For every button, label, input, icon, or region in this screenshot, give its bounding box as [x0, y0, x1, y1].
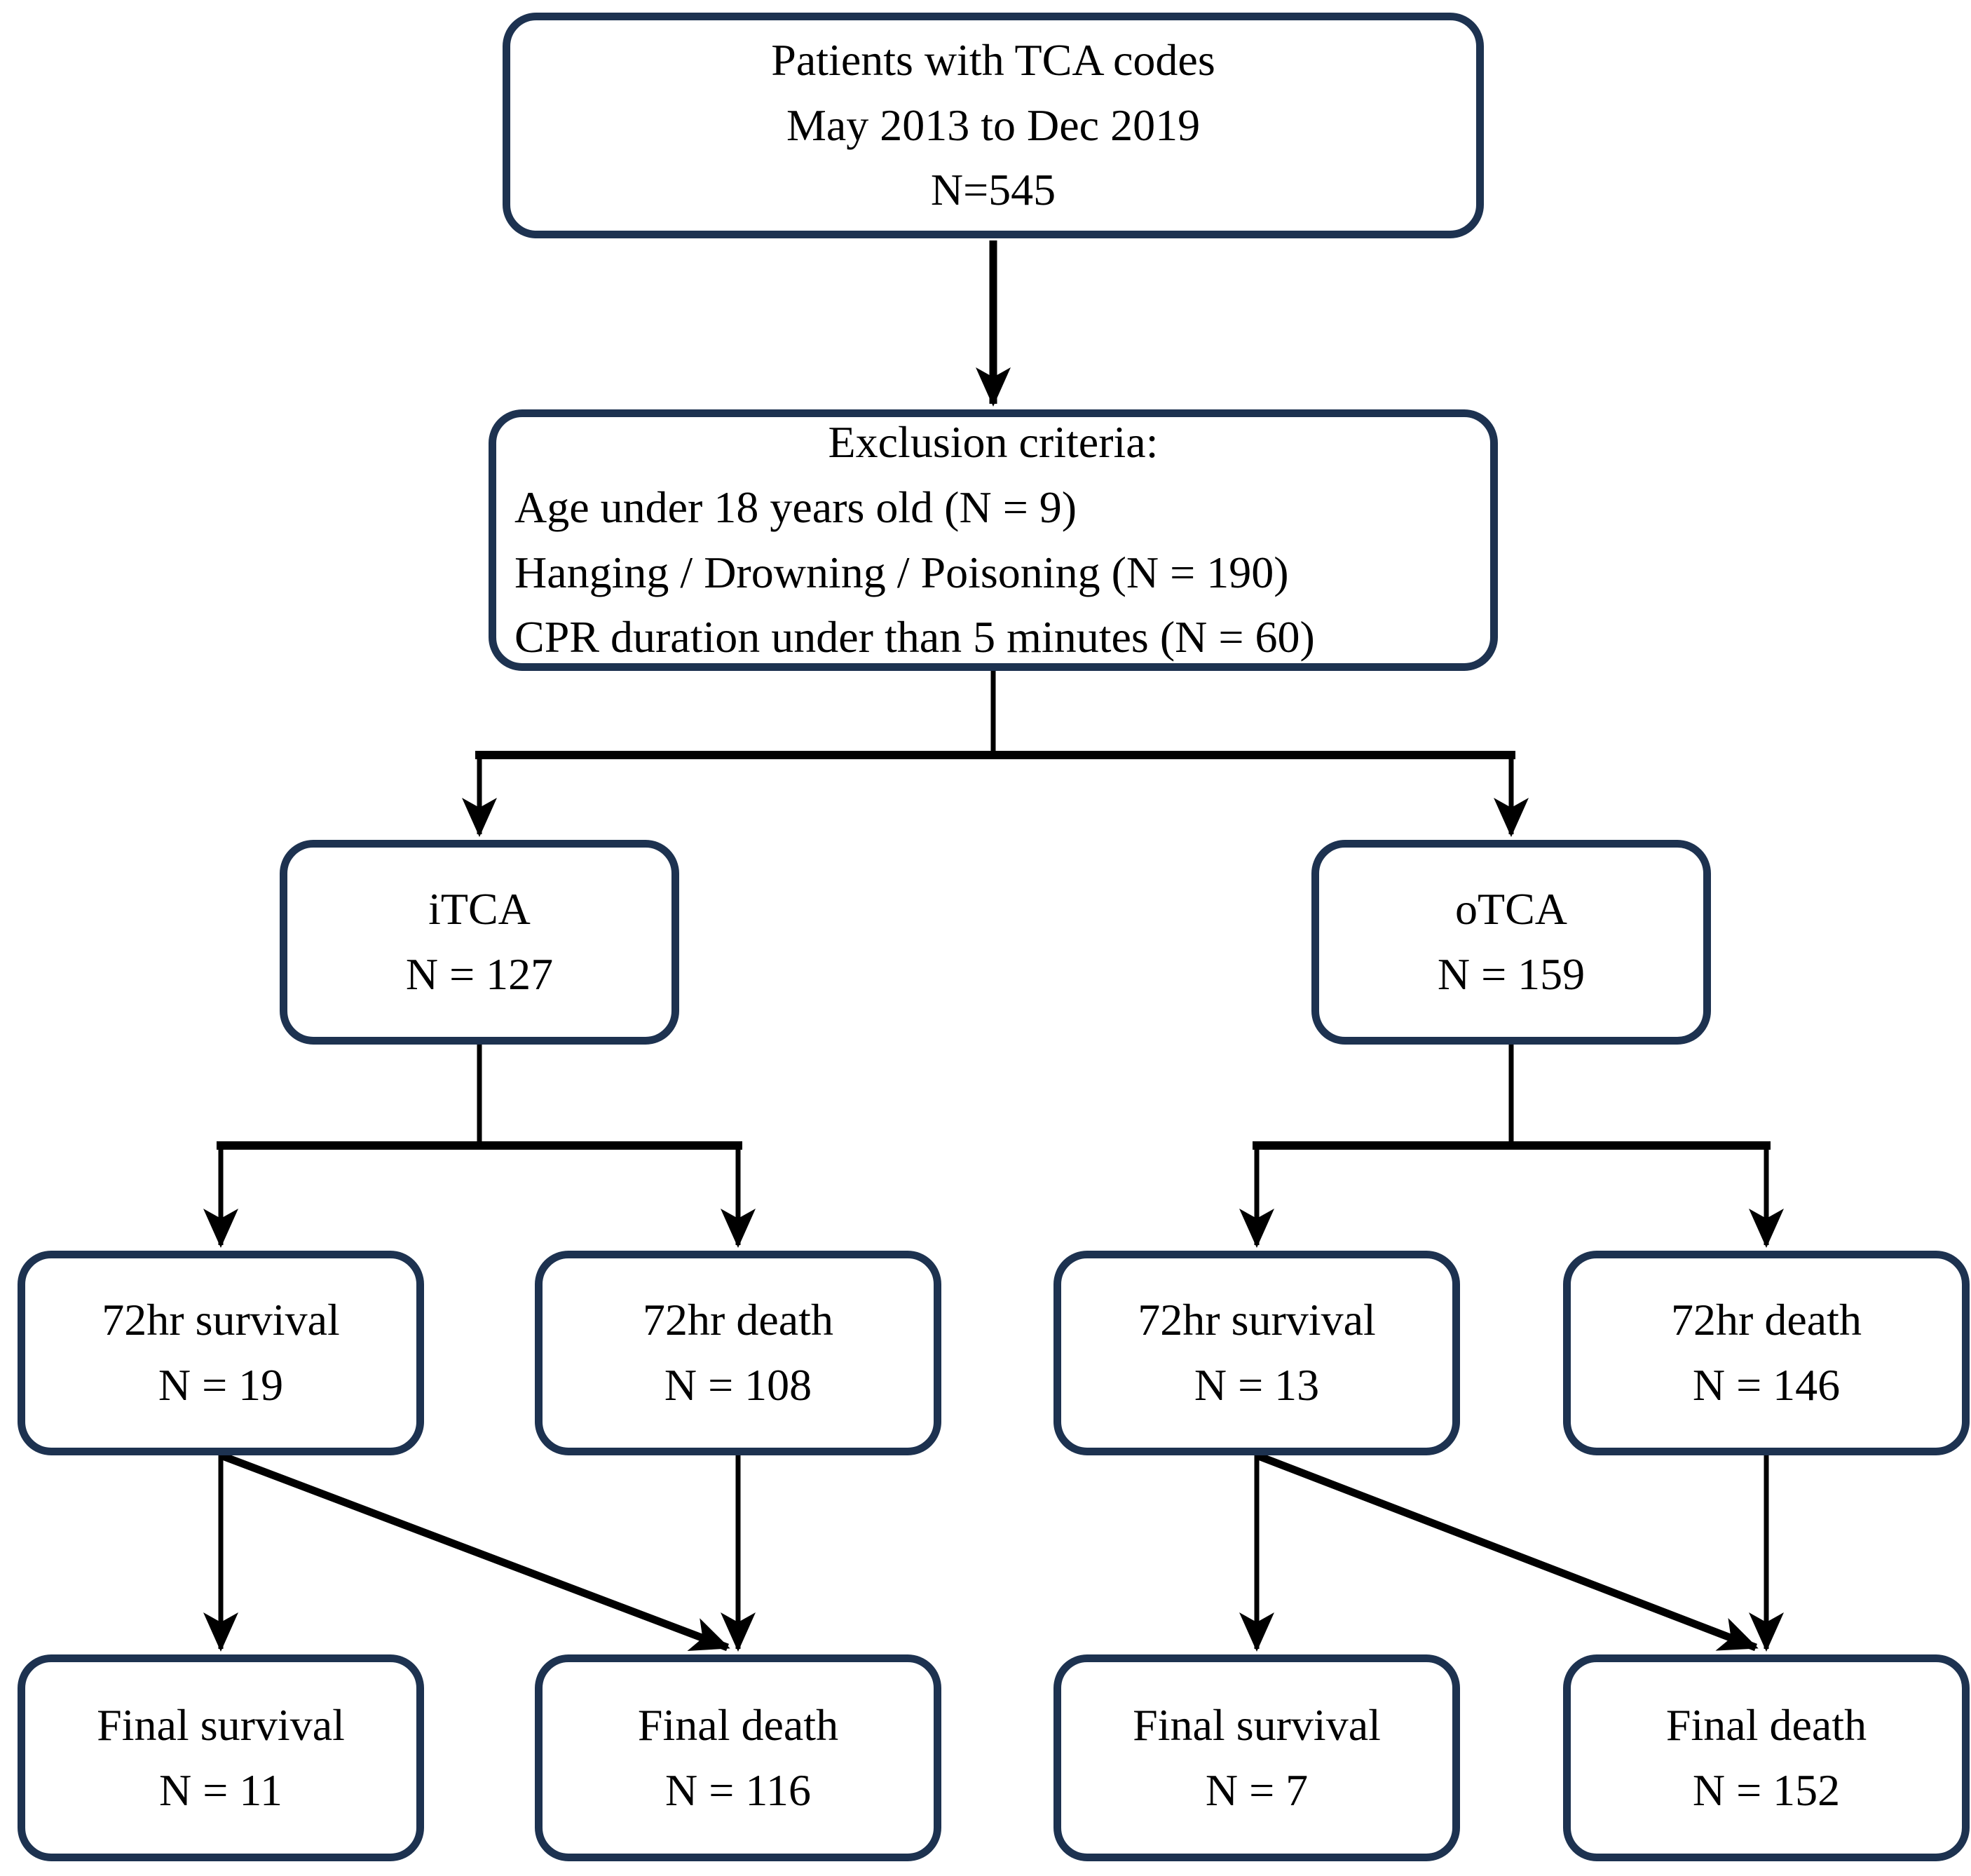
node-otca-final-death: Final death N = 152 [1563, 1654, 1970, 1861]
node-patients-line2: May 2013 to Dec 2019 [786, 100, 1201, 150]
node-otca-72hr-death-count: N = 146 [1692, 1360, 1841, 1410]
arrow-otca-survival-to-final-death [1255, 1451, 1759, 1652]
node-otca-final-death-count: N = 152 [1692, 1765, 1841, 1815]
node-patients-line1: Patients with TCA codes [771, 34, 1215, 85]
node-otca-final-survival-label: Final survival [1133, 1699, 1381, 1750]
node-otca-72hr-death-label: 72hr death [1671, 1295, 1862, 1345]
node-itca-72hr-death-count: N = 108 [664, 1360, 812, 1410]
node-itca-final-survival-count: N = 11 [159, 1765, 282, 1815]
arrow-itca-survival-to-final-death [219, 1451, 730, 1652]
node-otca-final-death-label: Final death [1665, 1699, 1867, 1750]
node-itca-label: iTCA [428, 884, 531, 934]
node-patients: Patients with TCA codes May 2013 to Dec … [503, 13, 1484, 238]
node-itca-count: N = 127 [405, 949, 554, 999]
node-itca-final-survival: Final survival N = 11 [18, 1654, 424, 1861]
node-otca-final-survival-count: N = 7 [1205, 1765, 1309, 1815]
node-otca-72hr-survival-count: N = 13 [1194, 1360, 1320, 1410]
node-otca: oTCA N = 159 [1311, 840, 1711, 1045]
node-otca-final-survival: Final survival N = 7 [1053, 1654, 1460, 1861]
node-itca-final-death: Final death N = 116 [535, 1654, 941, 1861]
node-itca: iTCA N = 127 [280, 840, 679, 1045]
node-otca-count: N = 159 [1437, 949, 1585, 999]
node-itca-final-survival-label: Final survival [97, 1699, 345, 1750]
node-itca-72hr-survival: 72hr survival N = 19 [18, 1251, 424, 1455]
node-itca-final-death-label: Final death [637, 1699, 839, 1750]
node-itca-72hr-death: 72hr death N = 108 [535, 1251, 941, 1455]
node-otca-72hr-survival: 72hr survival N = 13 [1053, 1251, 1460, 1455]
node-itca-72hr-survival-count: N = 19 [158, 1360, 284, 1410]
node-exclusion-criteria: Exclusion criteria: Age under 18 years o… [489, 409, 1498, 671]
node-itca-72hr-survival-label: 72hr survival [102, 1295, 340, 1345]
node-otca-72hr-death: 72hr death N = 146 [1563, 1251, 1970, 1455]
exclusion-item-mechanism: Hanging / Drowning / Poisoning (N = 190) [514, 547, 1289, 597]
node-patients-count: N=545 [930, 165, 1056, 215]
exclusion-item-cpr: CPR duration under than 5 minutes (N = 6… [514, 612, 1315, 662]
node-otca-label: oTCA [1455, 884, 1567, 934]
node-itca-72hr-death-label: 72hr death [643, 1295, 833, 1345]
node-otca-72hr-survival-label: 72hr survival [1138, 1295, 1376, 1345]
exclusion-heading: Exclusion criteria: [828, 416, 1159, 467]
node-itca-final-death-count: N = 116 [665, 1765, 811, 1815]
exclusion-item-age: Age under 18 years old (N = 9) [514, 482, 1077, 532]
